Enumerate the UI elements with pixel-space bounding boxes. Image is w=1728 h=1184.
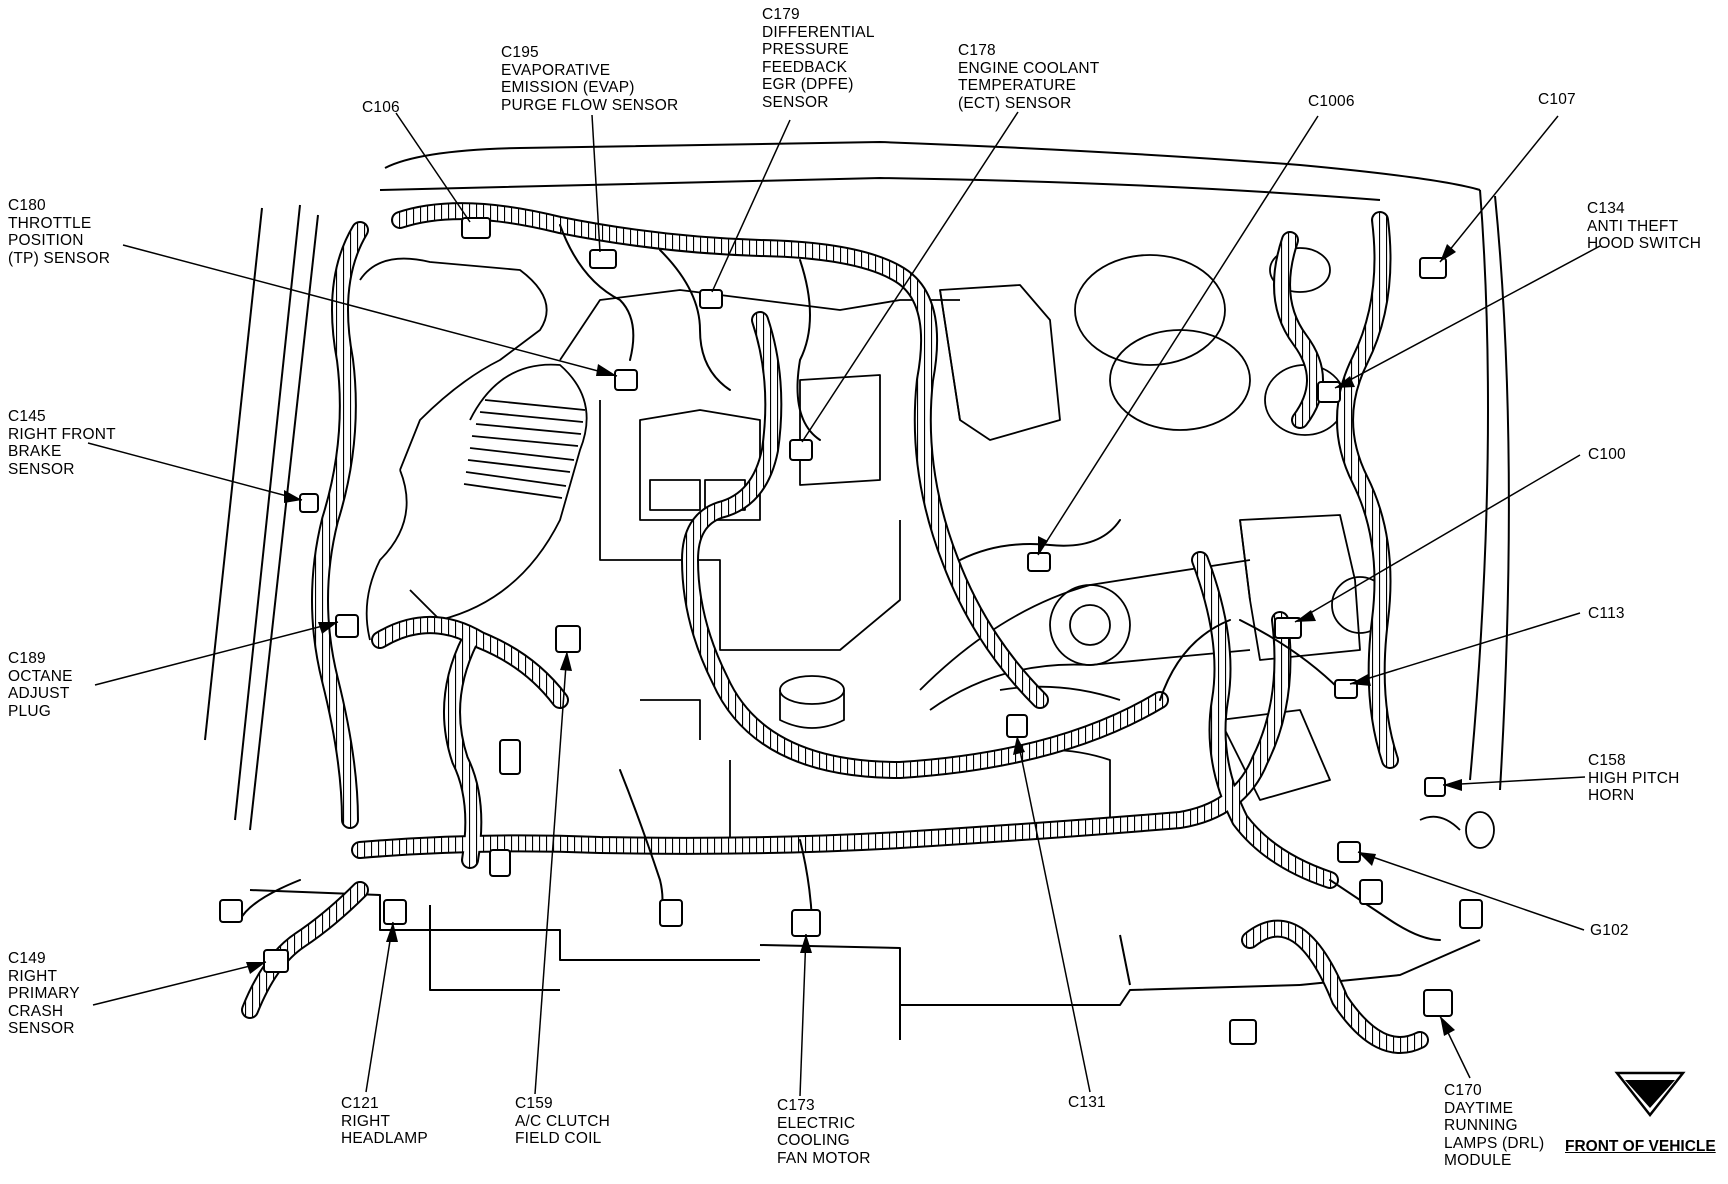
- connector-c158: [1424, 777, 1446, 797]
- connector-c180: [614, 369, 638, 391]
- connector-c1006: [1027, 552, 1051, 572]
- leader-c159: [534, 650, 568, 1095]
- leader-arrowheads: [246, 244, 1462, 1036]
- connector-c107: [1419, 257, 1447, 279]
- label-c159: C159 A/C CLUTCH FIELD COIL: [515, 1095, 611, 1147]
- connector-c173: [791, 909, 821, 937]
- label-c149: C149 RIGHT PRIMARY CRASH SENSOR: [8, 950, 80, 1037]
- connector-g102: [1337, 841, 1361, 863]
- connector-c100: [1274, 617, 1302, 639]
- leader-c178: [801, 111, 1019, 443]
- leader-c1006: [1037, 115, 1319, 556]
- leader-lines: [87, 111, 1601, 1097]
- leader-c158: [1442, 776, 1586, 786]
- leader-c145: [87, 442, 303, 501]
- leader-c173: [799, 933, 807, 1097]
- label-c1006: C1006: [1308, 93, 1355, 110]
- connector-c145: [299, 493, 319, 513]
- leader-c180: [122, 244, 618, 377]
- label-c195: C195 EVAPORATIVE EMISSION (EVAP) PURGE F…: [501, 44, 679, 114]
- connector-c195: [589, 249, 617, 269]
- label-g102: G102: [1590, 922, 1629, 939]
- front-of-vehicle-label: FRONT OF VEHICLE: [1565, 1138, 1716, 1155]
- label-c134: C134 ANTI THEFT HOOD SWITCH: [1587, 200, 1702, 252]
- leader-c131: [1016, 735, 1091, 1093]
- label-c189: C189 OCTANE ADJUST PLUG: [8, 650, 73, 720]
- label-c180: C180 THROTTLE POSITION (TP) SENSOR: [8, 197, 111, 267]
- label-c100: C100: [1588, 446, 1626, 463]
- connector-c131: [1006, 714, 1028, 738]
- connector-c170: [1423, 989, 1453, 1017]
- engine-outline: [359, 247, 1495, 849]
- connector-c189: [335, 614, 359, 638]
- connector-c178: [789, 439, 813, 461]
- label-c179: C179 DIFFERENTIAL PRESSURE FEEDBACK EGR …: [762, 6, 875, 111]
- label-c170: C170 DAYTIME RUNNING LAMPS (DRL) MODULE: [1444, 1082, 1545, 1169]
- connector-c106: [461, 217, 491, 239]
- leader-c189: [94, 621, 339, 686]
- connector-c134: [1317, 381, 1341, 403]
- connector-c121: [383, 899, 407, 925]
- leader-c121: [365, 921, 394, 1093]
- connector-c149: [263, 949, 289, 973]
- leader-c113: [1349, 612, 1581, 685]
- leader-c195: [591, 114, 601, 253]
- body-outline: [204, 141, 1510, 1040]
- front-of-vehicle-arrow-icon: [1614, 1071, 1686, 1118]
- connectors: [219, 217, 1483, 1045]
- connector-c113: [1334, 679, 1358, 699]
- harness-conduit: [239, 202, 1441, 1054]
- label-c178: C178 ENGINE COOLANT TEMPERATURE (ECT) SE…: [958, 42, 1100, 112]
- label-c121: C121 RIGHT HEADLAMP: [341, 1095, 428, 1147]
- label-c145: C145 RIGHT FRONT BRAKE SENSOR: [8, 408, 116, 478]
- label-c131: C131: [1068, 1094, 1106, 1111]
- label-c113: C113: [1588, 605, 1625, 622]
- connector-c179: [699, 289, 723, 309]
- leader-c179: [711, 119, 791, 293]
- leader-g102: [1357, 851, 1585, 931]
- label-c107: C107: [1538, 91, 1576, 108]
- label-c106: C106: [362, 99, 400, 116]
- leader-c100: [1294, 454, 1581, 623]
- leader-c107: [1439, 115, 1559, 263]
- label-c173: C173 ELECTRIC COOLING FAN MOTOR: [777, 1097, 871, 1167]
- leader-c134: [1334, 245, 1601, 389]
- label-c158: C158 HIGH PITCH HORN: [1588, 752, 1680, 804]
- leader-c106: [395, 112, 471, 223]
- leader-c149: [92, 961, 267, 1006]
- connector-c159: [555, 625, 581, 653]
